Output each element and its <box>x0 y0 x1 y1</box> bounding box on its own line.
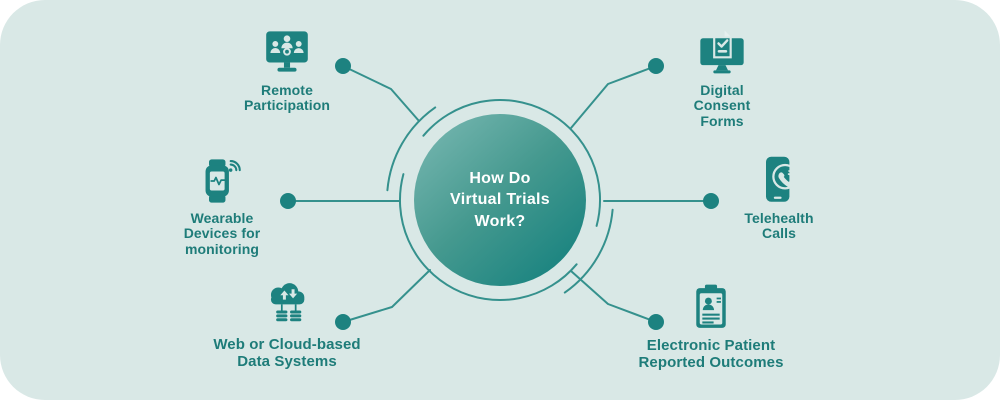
video-conference-monitor-icon <box>261 27 313 79</box>
connector-right <box>603 193 719 209</box>
node-label: Telehealth Calls <box>744 210 814 242</box>
node-remote-participation: Remote Participation <box>207 27 367 114</box>
consent-document-monitor-icon <box>696 27 748 79</box>
center-ring-arcs <box>386 98 614 302</box>
node-telehealth-calls: Telehealth Calls <box>699 155 859 242</box>
node-wearable-devices: Wearable Devices for monitoring <box>142 155 302 257</box>
node-label: Remote Participation <box>243 82 331 114</box>
center-circle: How Do Virtual Trials Work? <box>414 114 586 286</box>
smartwatch-signal-icon <box>196 155 248 207</box>
connector-top-right <box>570 58 664 129</box>
node-label: Electronic Patient Reported Outcomes <box>638 337 784 371</box>
patient-clipboard-icon <box>685 282 737 334</box>
node-web-cloud-data-systems: Web or Cloud-based Data Systems <box>187 281 387 370</box>
node-label: Wearable Devices for monitoring <box>183 210 261 257</box>
smartphone-call-icon <box>753 155 805 207</box>
center-title: How Do Virtual Trials Work? <box>450 170 550 230</box>
connector-bottom-left <box>335 269 431 330</box>
cloud-database-icon <box>261 281 313 333</box>
connector-left <box>280 193 401 209</box>
node-digital-consent-forms: Digital Consent Forms <box>642 27 802 129</box>
node-label: Digital Consent Forms <box>693 82 751 129</box>
node-electronic-patient-reported-outcomes: Electronic Patient Reported Outcomes <box>611 282 811 371</box>
connector-top-left <box>335 58 420 122</box>
node-label: Web or Cloud-based Data Systems <box>213 336 361 370</box>
connector-bottom-right <box>570 270 664 330</box>
